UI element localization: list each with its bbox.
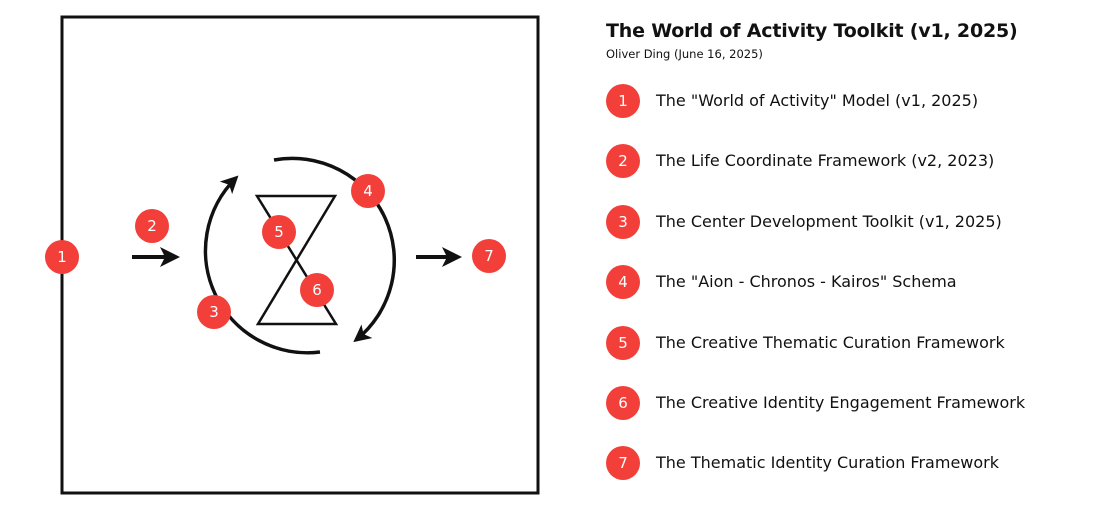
- svg-text:3: 3: [209, 303, 219, 321]
- legend-label: The Creative Identity Engagement Framewo…: [656, 392, 1026, 412]
- legend-label: The Life Coordinate Framework (v2, 2023): [656, 151, 995, 171]
- legend-item-5: 5 The Creative Thematic Curation Framewo…: [606, 325, 1086, 386]
- legend-label: The "Aion - Chronos - Kairos" Schema: [656, 272, 957, 292]
- page-title: The World of Activity Toolkit (v1, 2025): [606, 20, 1018, 42]
- author-date: Oliver Ding (June 16, 2025): [606, 47, 763, 61]
- svg-text:5: 5: [274, 223, 284, 241]
- cycle-arc-right: [273, 156, 397, 343]
- diagram-badge-4: 4: [351, 174, 385, 208]
- cycle-arc-left: [203, 175, 321, 355]
- legend-panel: The World of Activity Toolkit (v1, 2025)…: [606, 18, 1086, 507]
- number-badge: 6: [606, 385, 640, 420]
- svg-text:7: 7: [484, 247, 494, 265]
- diagram-badge-6: 6: [300, 273, 334, 307]
- diagram-badge-5: 5: [262, 215, 296, 249]
- legend-list: 1 The "World of Activity" Model (v1, 202…: [606, 84, 1086, 507]
- number-badge: 4: [606, 265, 640, 300]
- number-badge: 2: [606, 144, 640, 179]
- number-badge: 3: [606, 204, 640, 239]
- diagram-badge-2: 2: [135, 209, 169, 243]
- number-badge: 1: [606, 84, 640, 118]
- diagram-badge-1: 1: [45, 240, 79, 274]
- legend-item-6: 6 The Creative Identity Engagement Frame…: [606, 385, 1086, 446]
- legend-label: The "World of Activity" Model (v1, 2025): [656, 91, 979, 110]
- svg-text:4: 4: [363, 182, 373, 200]
- svg-text:2: 2: [147, 217, 157, 235]
- legend-label: The Thematic Identity Curation Framework: [656, 453, 999, 473]
- number-badge: 7: [606, 446, 640, 481]
- legend-item-3: 3 The Center Development Toolkit (v1, 20…: [606, 204, 1086, 265]
- diagram-badge-7: 7: [472, 239, 506, 273]
- legend-label: The Center Development Toolkit (v1, 2025…: [656, 211, 1002, 231]
- svg-text:6: 6: [312, 281, 322, 299]
- legend-label: The Creative Thematic Curation Framework: [656, 332, 1005, 352]
- legend-item-1: 1 The "World of Activity" Model (v1, 202…: [606, 84, 1086, 144]
- number-badge: 5: [606, 325, 640, 360]
- legend-item-4: 4 The "Aion - Chronos - Kairos" Schema: [606, 265, 1086, 325]
- legend-item-2: 2 The Life Coordinate Framework (v2, 202…: [606, 144, 1086, 204]
- diagram-badge-3: 3: [197, 295, 231, 329]
- svg-text:1: 1: [57, 248, 67, 266]
- legend-item-7: 7 The Thematic Identity Curation Framewo…: [606, 446, 1086, 506]
- toolkit-diagram: 1 2 3 4 5 6 7: [45, 15, 540, 495]
